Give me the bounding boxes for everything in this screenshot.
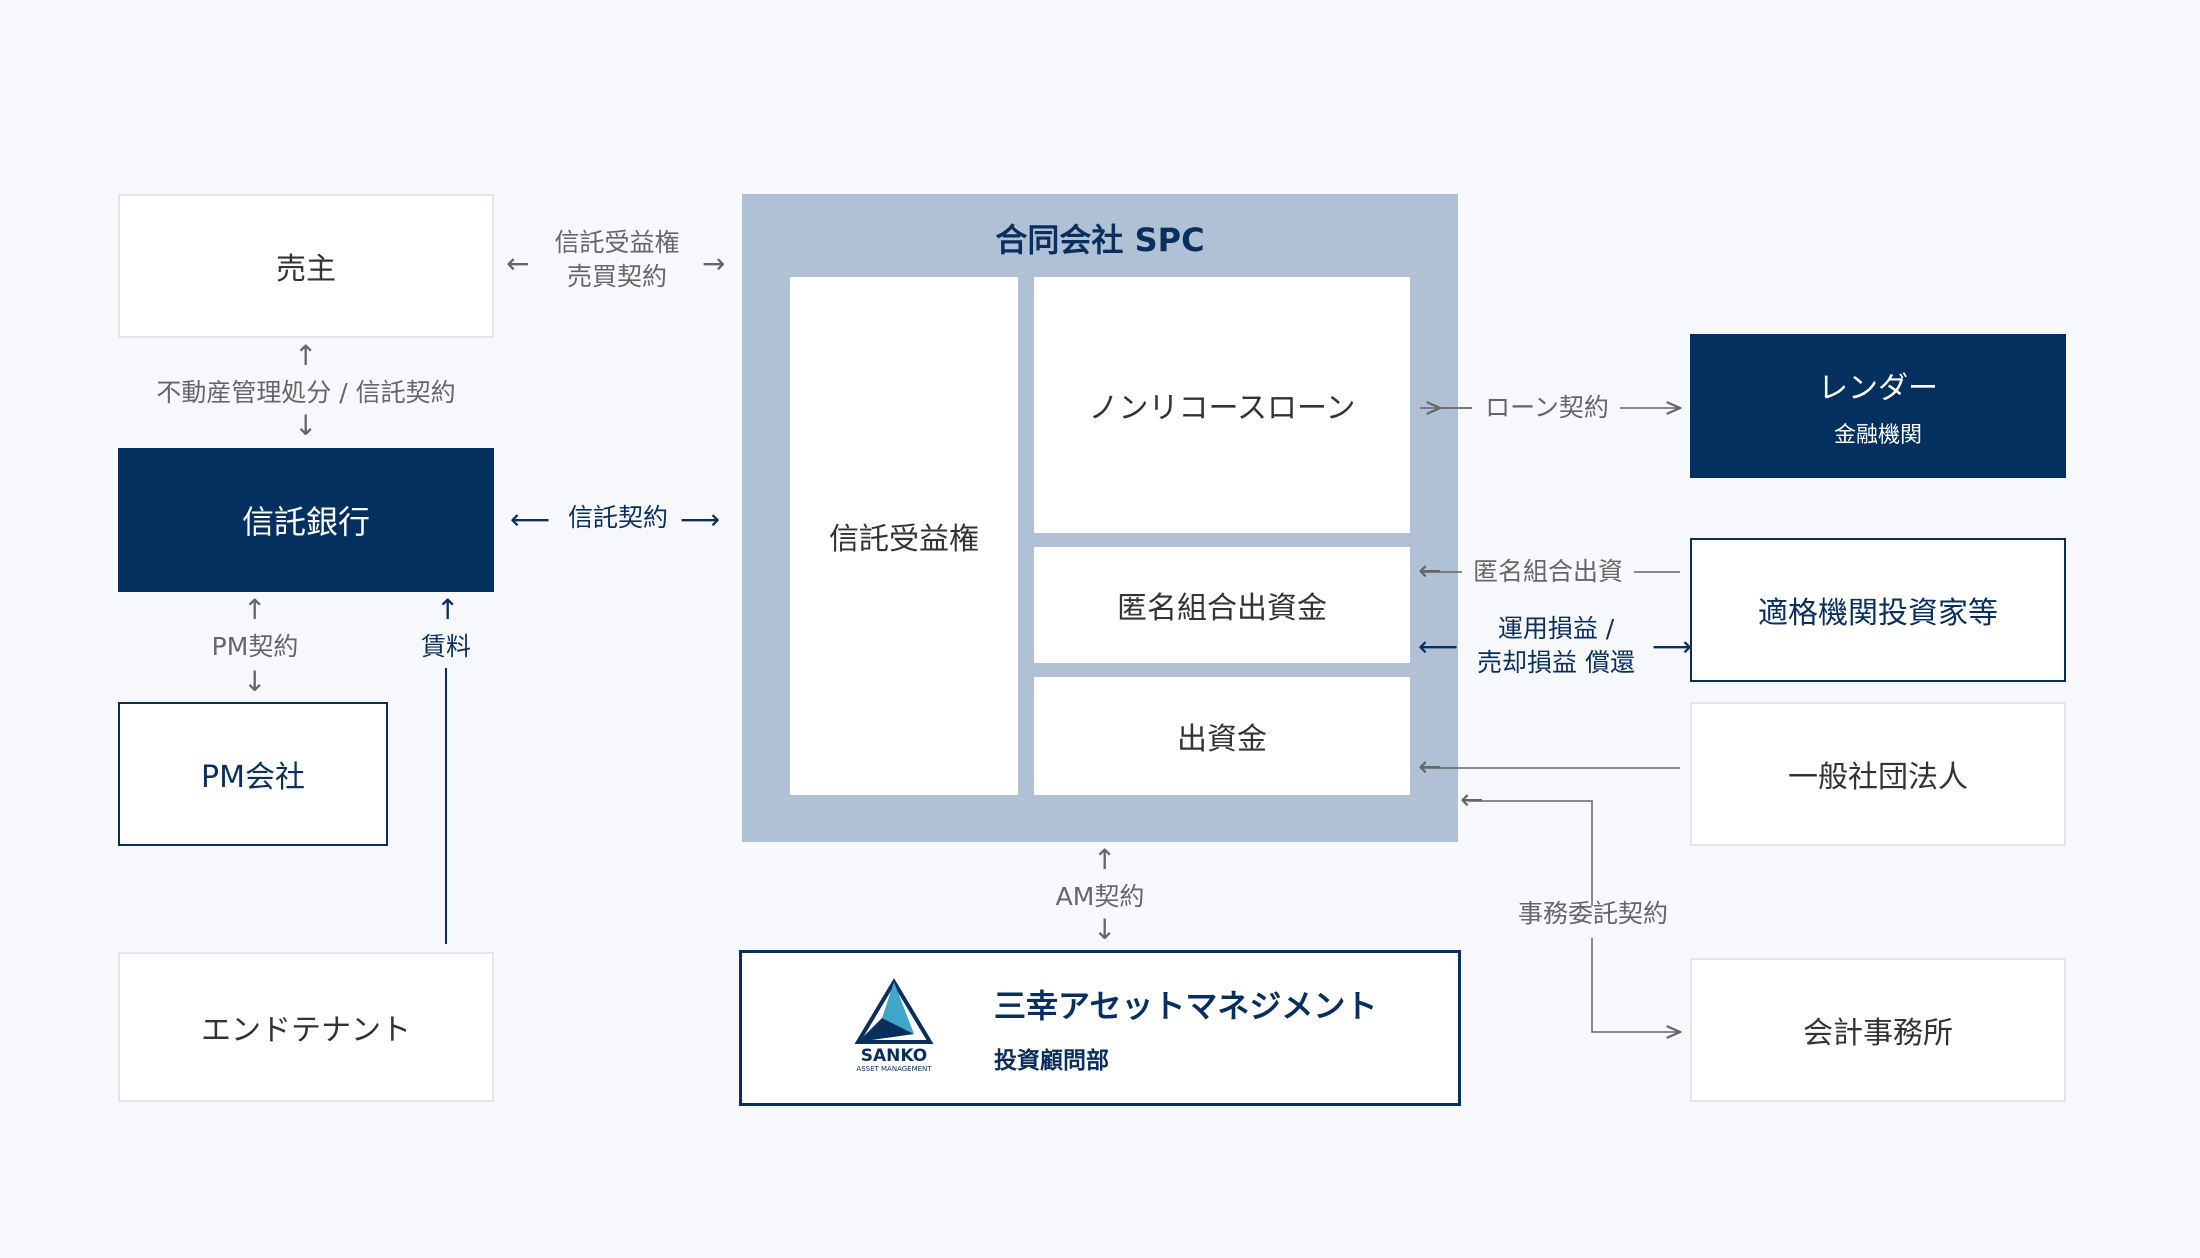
seller-label: 売主 xyxy=(276,252,336,287)
logo-sub-text: ASSET MANAGEMENT xyxy=(856,1065,932,1073)
accounting-firm-box: 会計事務所 xyxy=(1690,958,2066,1102)
am-arrow-down-icon: ↓ xyxy=(1093,913,1117,946)
trust-bank-box: 信託銀行 xyxy=(118,448,494,592)
trust-sale-line-2: 売買契約 xyxy=(566,261,667,291)
admin-line-top xyxy=(1468,800,1593,906)
pm-contract-label: PM契約 xyxy=(211,632,299,661)
pm-arrow-down-icon: ↓ xyxy=(243,665,267,698)
seller-box: 売主 xyxy=(118,194,494,338)
trust-contract-arrow-left-icon: ⟵ xyxy=(510,503,551,536)
am-contract-label: AM契約 xyxy=(1055,882,1145,911)
spc-title: 合同会社 SPC xyxy=(995,221,1205,259)
profit-line-1: 運用損益 / xyxy=(1497,614,1615,643)
admin-arrow-left-icon: ← xyxy=(1460,783,1484,816)
general-association-label: 一般社団法人 xyxy=(1788,760,1968,795)
spc-capital-label: 出資金 xyxy=(1177,722,1267,757)
logo-text: SANKO xyxy=(860,1046,928,1066)
trust-bank-label: 信託銀行 xyxy=(241,503,370,541)
general-association-arrow-icon: ← xyxy=(1418,750,1442,783)
profit-label: 運用損益 / 売却損益 償還 xyxy=(1460,612,1652,680)
asset-manager-text: 三幸アセットマネジメント 投資顧問部 xyxy=(994,981,1377,1075)
accounting-firm-label: 会計事務所 xyxy=(1803,1016,1953,1051)
asset-manager-dept: 投資顧問部 xyxy=(994,1048,1109,1074)
lender-title: レンダー xyxy=(1818,371,1938,406)
disposition-arrow-down-icon: ↓ xyxy=(294,409,318,442)
lender-box: レンダー 金融機関 xyxy=(1690,334,2066,478)
trust-contract-arrow-right-icon: ⟶ xyxy=(680,503,721,536)
trust-sale-label: 信託受益権 売買契約 xyxy=(540,226,694,294)
admin-contract-label: 事務委託契約 xyxy=(1517,899,1668,928)
loan-contract-label: ローン契約 xyxy=(1485,393,1609,422)
end-tenant-label: エンドテナント xyxy=(201,1013,411,1048)
pm-arrow-up-icon: ↑ xyxy=(243,593,267,626)
tk-contribution-label: 匿名組合出資 xyxy=(1472,557,1623,586)
pm-company-label: PM会社 xyxy=(201,760,305,795)
spc-tk-box: 匿名組合出資金 xyxy=(1034,547,1410,663)
asset-manager-box: SANKO ASSET MANAGEMENT 三幸アセットマネジメント 投資顧問… xyxy=(739,950,1461,1106)
profit-arrow-right-icon: ⟶ xyxy=(1652,630,1693,663)
sanko-logo: SANKO ASSET MANAGEMENT xyxy=(844,978,944,1078)
sanko-logo-icon xyxy=(854,978,934,1044)
qualified-investors-label: 適格機関投資家等 xyxy=(1758,596,1998,631)
rent-label: 賃料 xyxy=(420,632,471,661)
spc-nonrecourse-label: ノンリコースローン xyxy=(1088,391,1356,426)
am-arrow-up-icon: ↑ xyxy=(1093,843,1117,876)
sale-arrow-right-icon: → xyxy=(702,247,726,280)
spc-trust-beneficiary-label: 信託受益権 xyxy=(829,522,979,557)
profit-arrow-left-icon: ⟵ xyxy=(1418,630,1459,663)
disposition-arrow-up-icon: ↑ xyxy=(294,339,318,372)
disposition-label: 不動産管理処分 / 信託契約 xyxy=(156,378,456,407)
tk-arrow-left-icon: ← xyxy=(1418,554,1442,587)
sale-arrow-left-icon: ← xyxy=(506,247,530,280)
end-tenant-box: エンドテナント xyxy=(118,952,494,1102)
pm-company-box: PM会社 xyxy=(118,702,388,846)
spc-tk-label: 匿名組合出資金 xyxy=(1117,591,1327,626)
spc-trust-beneficiary-box: 信託受益権 xyxy=(790,277,1018,795)
spc-capital-box: 出資金 xyxy=(1034,677,1410,795)
rent-arrow-up-icon: ↑ xyxy=(436,593,460,626)
trust-contract-label: 信託契約 xyxy=(567,503,668,532)
general-association-box: 一般社団法人 xyxy=(1690,702,2066,846)
qualified-investors-box: 適格機関投資家等 xyxy=(1690,538,2066,682)
admin-line-bottom xyxy=(1591,938,1680,1032)
spc-nonrecourse-box: ノンリコースローン xyxy=(1034,277,1410,533)
trust-sale-line-1: 信託受益権 xyxy=(554,228,680,257)
asset-manager-name: 三幸アセットマネジメント xyxy=(994,987,1378,1025)
lender-sub: 金融機関 xyxy=(1833,423,1922,448)
profit-line-2: 売却損益 償還 xyxy=(1477,647,1635,677)
